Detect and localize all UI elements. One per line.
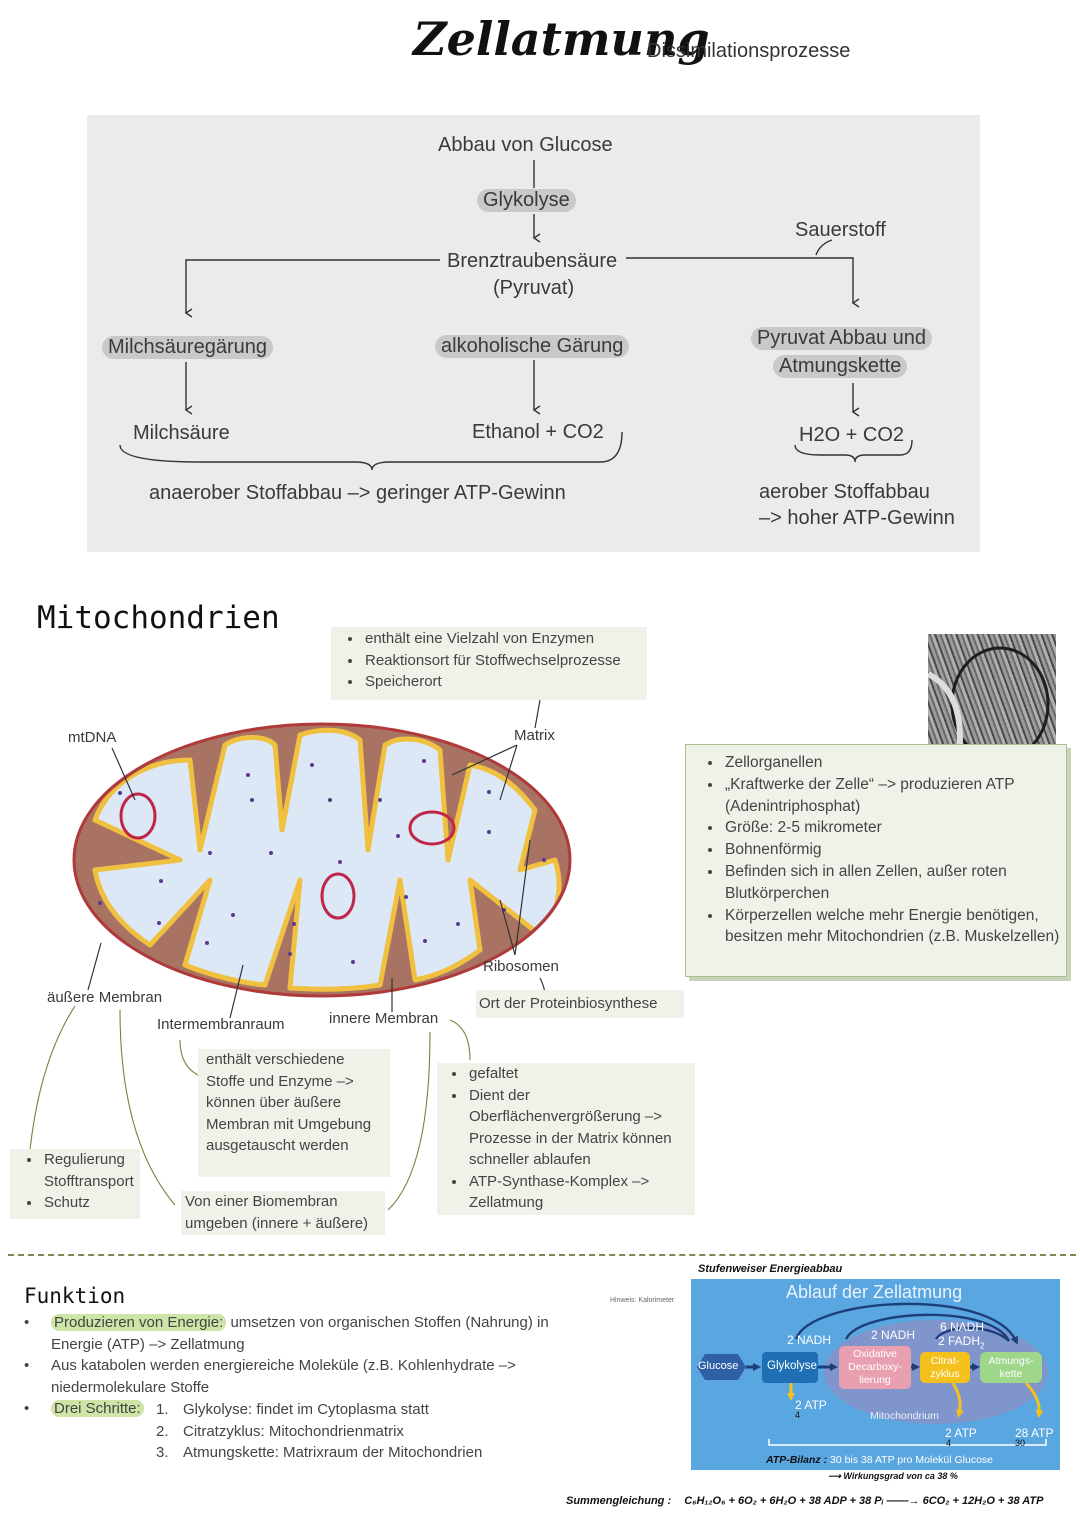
flow-arrows xyxy=(119,160,913,471)
ablauf-bilanz: ATP-Bilanz : 30 bis 38 ATP pro Molekül G… xyxy=(766,1454,993,1466)
info-item-6: Körperzellen welche mehr Energie benötig… xyxy=(723,905,1066,949)
flow-ethanol: Ethanol + CO2 xyxy=(472,421,604,443)
flow-pyruvat: (Pyruvat) xyxy=(493,277,575,299)
decarb-line-2: Decarboxy- xyxy=(848,1361,902,1373)
mitochondrion-illustration xyxy=(29,699,572,1211)
intermembran-note: enthält verschiedene Stoffe und Enzyme –… xyxy=(198,1049,390,1177)
label-mtdna: mtDNA xyxy=(68,729,117,746)
ablauf-glykolyse: Glykolyse xyxy=(767,1360,817,1372)
ablauf-nadh-2: 2 NADH xyxy=(787,1333,832,1347)
ablauf-mitochondrium: Mitochondrium xyxy=(870,1410,939,1422)
matrix-note-3: Speicherort xyxy=(363,671,647,693)
innere-note-2: Dient der Oberflächenvergrößerung –> Pro… xyxy=(467,1085,695,1171)
flow-anaerob: anaerober Stoffabbau –> geringer ATP-Gew… xyxy=(149,482,566,504)
ablauf-caption: Stufenweiser Energieabbau xyxy=(698,1263,843,1275)
citrat-line-1: Citrat- xyxy=(930,1355,960,1367)
flow-h2o: H2O + CO2 xyxy=(799,424,905,446)
step-num-2: 2. xyxy=(156,1422,169,1440)
flow-aerob-gewinn: –> hoher ATP-Gewinn xyxy=(759,507,955,529)
step-text-2: Citratzyklus: Mitochondrienmatrix xyxy=(183,1422,404,1440)
ablauf-hinweis: Hinweis: Kalorimeter xyxy=(610,1297,675,1304)
step-num-1: 1. xyxy=(156,1401,169,1418)
summe-label: Summengleichung : xyxy=(566,1495,672,1507)
atmung-line-1: Atmungs- xyxy=(988,1355,1034,1367)
innere-note-1: gefaltet xyxy=(467,1063,695,1085)
flow-brenztraubensaeure: Brenztraubensäure xyxy=(447,250,618,272)
info-item-1: Zellorganellen xyxy=(723,752,1066,774)
ablauf-nadh-2b: 2 NADH xyxy=(871,1328,916,1342)
summe-formula: C₆H₁₂O₆ + 6O₂ + 6H₂O + 38 ADP + 38 Pᵢ ——… xyxy=(684,1495,1044,1507)
biomembran-note: Von einer Biomembran umgeben (innere + ä… xyxy=(181,1191,385,1235)
funktion-list: • Produzieren von Energie: umsetzen von … xyxy=(24,1312,584,1420)
page-title: Zellatmung xyxy=(413,12,710,66)
flow-pyruvat-abbau: Pyruvat Abbau und xyxy=(751,327,933,350)
label-intermembranraum: Intermembranraum xyxy=(157,1016,285,1033)
ablauf-title: Ablauf der Zellatmung xyxy=(786,1282,963,1302)
info-item-4: Bohnenförmig xyxy=(723,839,1066,861)
flow-atmungskette: Atmungskette xyxy=(773,355,908,378)
bilanz-label: ATP-Bilanz : xyxy=(766,1454,828,1466)
aeussere-membran-note: Regulierung Stofftransport Schutz xyxy=(10,1149,140,1219)
step-text-1: Glykolyse: findet im Cytoplasma statt xyxy=(183,1401,429,1418)
info-item-3: Größe: 2-5 mikrometer xyxy=(723,817,1066,839)
wirkungsgrad-text: Wirkungsgrad von ca 38 % xyxy=(843,1471,958,1481)
flow-glykolyse: Glykolyse xyxy=(477,189,576,212)
step-text-3: Atmungskette: Matrixraum der Mitochondri… xyxy=(183,1444,483,1461)
ablauf-citrat: Citrat- zyklus xyxy=(920,1355,970,1381)
mito-heading: Mitochondrien xyxy=(37,600,280,636)
matrix-note-1: enthält eine Vielzahl von Enzymen xyxy=(363,628,647,650)
matrix-note: enthält eine Vielzahl von Enzymen Reakti… xyxy=(331,627,647,700)
aeussere-note-1: Regulierung Stofftransport xyxy=(42,1149,140,1192)
flow-milchsaeure: Milchsäure xyxy=(133,422,230,444)
ablauf-glucose: Glucose xyxy=(698,1360,739,1372)
summengleichung: Summengleichung : C₆H₁₂O₆ + 6O₂ + 6H₂O +… xyxy=(566,1495,1043,1507)
bilanz-text: 30 bis 38 ATP pro Molekül Glucose xyxy=(829,1454,994,1466)
innere-membran-note: gefaltet Dient der Oberflächenvergrößeru… xyxy=(437,1063,695,1215)
label-innere-membran: innere Membran xyxy=(329,1010,439,1027)
flow-alkoholische-gaerung: alkoholische Gärung xyxy=(435,335,630,358)
ablauf-atp-citrat: 2 ATP xyxy=(945,1426,977,1440)
ablauf-atp-atmung: 28 ATP xyxy=(1015,1426,1054,1440)
arrow-icon: ⟶ xyxy=(828,1471,841,1481)
funktion-b1-text: umsetzen von organischen Stoffen (Nahrun… xyxy=(51,1314,549,1353)
aeussere-note-2: Schutz xyxy=(42,1192,140,1214)
fadh-text: 2 FADH xyxy=(938,1334,981,1348)
ablauf-decarb: Oxidative Decarboxy- lierung xyxy=(839,1348,911,1387)
decarb-line-3: lierung xyxy=(859,1374,891,1386)
citrat-line-2: zyklus xyxy=(930,1368,960,1380)
innere-note-3: ATP-Synthase-Komplex –> Zellatmung xyxy=(467,1171,695,1214)
page-subtitle: Dissimilationsprozesse xyxy=(647,40,851,62)
ablauf-atmungskette: Atmungs- kette xyxy=(980,1355,1042,1381)
flow-milchsaeuregaerung: Milchsäuregärung xyxy=(102,336,273,359)
section-divider xyxy=(8,1254,1076,1256)
info-item-2: „Kraftwerke der Zelle“ –> produzieren AT… xyxy=(723,774,1066,818)
ablauf-nadh-6: 6 NADH xyxy=(940,1320,985,1334)
ribosomen-note: Ort der Proteinbiosynthese xyxy=(476,990,684,1018)
ablauf-atp-glykolyse-note: 4 xyxy=(795,1410,801,1420)
step-num-3: 3. xyxy=(156,1444,169,1461)
ablauf-fadh: 2 FADH2 xyxy=(938,1334,984,1350)
flow-start: Abbau von Glucose xyxy=(438,134,613,156)
flow-aerob: aerober Stoffabbau xyxy=(759,481,930,503)
fadh-sub: 2 xyxy=(980,1341,985,1351)
flow-sauerstoff: Sauerstoff xyxy=(795,219,886,241)
ablauf-atp-atmung-note: 30 xyxy=(1015,1438,1026,1448)
ablauf-shapes xyxy=(697,1302,1048,1446)
info-item-5: Befinden sich in allen Zellen, außer rot… xyxy=(723,861,1066,905)
funktion-b3-highlight: Drei Schritte: xyxy=(51,1400,144,1417)
atmung-line-2: kette xyxy=(999,1368,1023,1380)
ablauf-atp-citrat-note: 4 xyxy=(946,1438,952,1448)
label-matrix: Matrix xyxy=(514,727,555,744)
decarb-line-1: Oxidative xyxy=(853,1348,897,1360)
mito-info-box: Zellorganellen „Kraftwerke der Zelle“ –>… xyxy=(685,744,1067,977)
ablauf-atp-glykolyse: 2 ATP xyxy=(795,1398,827,1412)
funktion-b2: Aus katabolen werden energiereiche Molek… xyxy=(51,1357,516,1396)
label-ribosomen: Ribosomen xyxy=(483,958,559,975)
funktion-steps: 1.Glykolyse: findet im Cytoplasma statt … xyxy=(156,1399,482,1464)
label-aeussere-membran: äußere Membran xyxy=(47,989,163,1006)
ablauf-wirkungsgrad: ⟶ Wirkungsgrad von ca 38 % xyxy=(828,1471,958,1482)
matrix-note-2: Reaktionsort für Stoffwechselprozesse xyxy=(363,650,647,672)
funktion-b1-highlight: Produzieren von Energie: xyxy=(51,1314,227,1331)
funktion-heading: Funktion xyxy=(24,1284,126,1308)
